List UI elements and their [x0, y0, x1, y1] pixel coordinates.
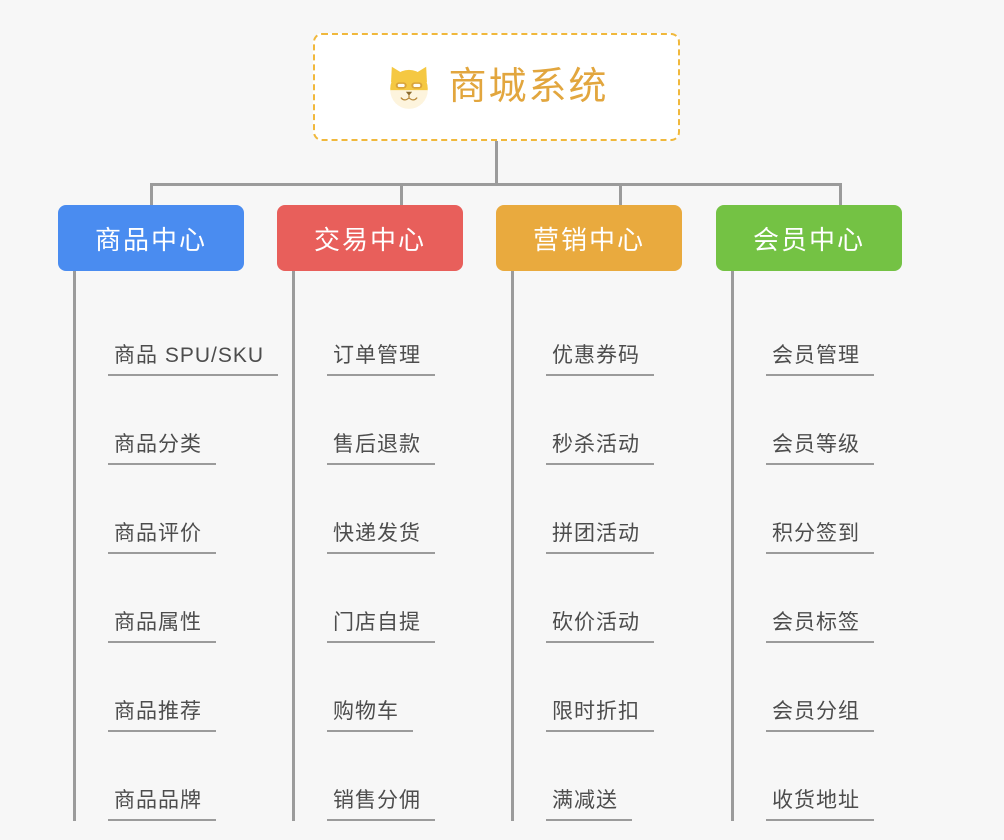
- list-item[interactable]: 限时折扣: [514, 643, 715, 732]
- list-item[interactable]: 商品属性: [76, 554, 277, 643]
- list-item[interactable]: 会员管理: [734, 287, 935, 376]
- branch-column-shangpin: 商品中心 商品 SPU/SKU 商品分类 商品评价 商品属性 商品推荐 商品品牌: [58, 205, 279, 821]
- connector-drop-branch-1: [150, 183, 153, 207]
- shiba-dog-face-icon: [390, 66, 429, 109]
- list-item[interactable]: 拼团活动: [514, 465, 715, 554]
- branch-header-yingxiao[interactable]: 营销中心: [496, 205, 682, 271]
- leaf-label: 订单管理: [327, 344, 435, 376]
- list-item[interactable]: 砍价活动: [514, 554, 715, 643]
- leaf-label: 商品分类: [108, 433, 216, 465]
- leaf-label: 门店自提: [327, 611, 435, 643]
- root-title: 商城系统: [448, 66, 609, 108]
- connector-drop-branch-4: [839, 183, 842, 207]
- list-item[interactable]: 收货地址: [734, 732, 935, 821]
- list-item[interactable]: 订单管理: [295, 287, 496, 376]
- list-item[interactable]: 购物车: [295, 643, 496, 732]
- leaf-label: 商品品牌: [108, 789, 216, 821]
- list-item[interactable]: 会员等级: [734, 376, 935, 465]
- leaf-label: 商品评价: [108, 522, 216, 554]
- leaf-label: 商品 SPU/SKU: [108, 344, 279, 376]
- list-item[interactable]: 商品评价: [76, 465, 277, 554]
- leaf-label: 商品推荐: [108, 700, 216, 732]
- branch-header-shangpin[interactable]: 商品中心: [58, 205, 244, 271]
- list-item[interactable]: 商品分类: [76, 376, 277, 465]
- leaf-label: 会员管理: [766, 344, 874, 376]
- connector-drop-branch-3: [619, 183, 622, 207]
- leaf-label: 拼团活动: [546, 522, 654, 554]
- leaf-label: 优惠券码: [546, 344, 654, 376]
- list-item[interactable]: 会员分组: [734, 643, 935, 732]
- leaf-label: 秒杀活动: [546, 433, 654, 465]
- connector-drop-branch-2: [400, 183, 403, 207]
- list-item[interactable]: 秒杀活动: [514, 376, 715, 465]
- leaf-label: 售后退款: [327, 433, 435, 465]
- list-item[interactable]: 售后退款: [295, 376, 496, 465]
- leaf-label: 购物车: [327, 700, 413, 732]
- list-item[interactable]: 商品推荐: [76, 643, 277, 732]
- connector-horizontal-bus: [150, 183, 842, 186]
- leaf-label: 会员分组: [766, 700, 874, 732]
- list-item[interactable]: 会员标签: [734, 554, 935, 643]
- leaf-list-shangpin: 商品 SPU/SKU 商品分类 商品评价 商品属性 商品推荐 商品品牌: [73, 271, 279, 821]
- leaf-label: 会员等级: [766, 433, 874, 465]
- root-node[interactable]: 商城系统: [313, 33, 680, 141]
- connector-root-stem: [495, 141, 498, 185]
- list-item[interactable]: 快递发货: [295, 465, 496, 554]
- list-item[interactable]: 商品 SPU/SKU: [76, 287, 279, 376]
- leaf-label: 收货地址: [766, 789, 874, 821]
- leaf-label: 砍价活动: [546, 611, 654, 643]
- list-item[interactable]: 优惠券码: [514, 287, 715, 376]
- branch-header-huiyuan[interactable]: 会员中心: [716, 205, 902, 271]
- list-item[interactable]: 积分签到: [734, 465, 935, 554]
- leaf-list-yingxiao: 优惠券码 秒杀活动 拼团活动 砍价活动 限时折扣 满减送: [511, 271, 715, 821]
- leaf-label: 快递发货: [327, 522, 435, 554]
- leaf-label: 积分签到: [766, 522, 874, 554]
- list-item[interactable]: 门店自提: [295, 554, 496, 643]
- branch-header-label: 会员中心: [752, 224, 865, 255]
- branch-header-label: 营销中心: [532, 224, 645, 255]
- leaf-label: 销售分佣: [327, 789, 435, 821]
- leaf-list-jiaoyi: 订单管理 售后退款 快递发货 门店自提 购物车 销售分佣: [292, 271, 496, 821]
- branch-column-huiyuan: 会员中心 会员管理 会员等级 积分签到 会员标签 会员分组 收货地址: [716, 205, 935, 821]
- leaf-label: 满减送: [546, 789, 632, 821]
- branch-header-jiaoyi[interactable]: 交易中心: [277, 205, 463, 271]
- list-item[interactable]: 销售分佣: [295, 732, 496, 821]
- branch-header-label: 交易中心: [313, 224, 426, 255]
- list-item[interactable]: 商品品牌: [76, 732, 277, 821]
- branch-columns: 商品中心 商品 SPU/SKU 商品分类 商品评价 商品属性 商品推荐 商品品牌…: [0, 205, 1004, 840]
- leaf-label: 限时折扣: [546, 700, 654, 732]
- leaf-list-huiyuan: 会员管理 会员等级 积分签到 会员标签 会员分组 收货地址: [731, 271, 935, 821]
- branch-column-yingxiao: 营销中心 优惠券码 秒杀活动 拼团活动 砍价活动 限时折扣 满减送: [496, 205, 715, 821]
- leaf-label: 会员标签: [766, 611, 874, 643]
- leaf-label: 商品属性: [108, 611, 216, 643]
- branch-column-jiaoyi: 交易中心 订单管理 售后退款 快递发货 门店自提 购物车 销售分佣: [277, 205, 496, 821]
- branch-header-label: 商品中心: [94, 224, 207, 255]
- list-item[interactable]: 满减送: [514, 732, 715, 821]
